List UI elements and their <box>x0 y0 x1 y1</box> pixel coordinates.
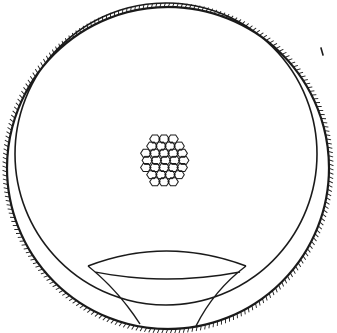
fringe-tick <box>8 209 13 210</box>
fringe-tick <box>22 245 27 246</box>
fringe-tick <box>323 126 328 127</box>
fringe-tick <box>209 323 210 328</box>
fringe-tick <box>245 309 246 314</box>
fringe-tick <box>309 91 314 92</box>
